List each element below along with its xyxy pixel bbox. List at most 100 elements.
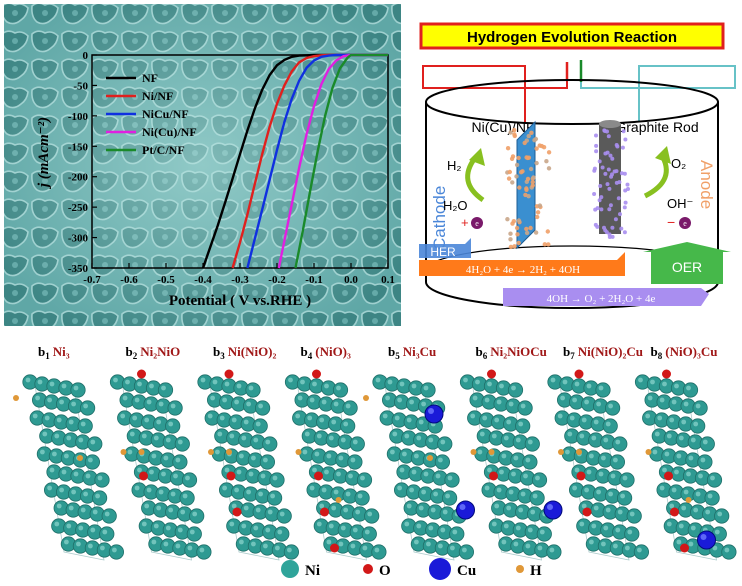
cu-atom — [543, 500, 563, 520]
o-atom — [582, 507, 592, 517]
o-atom — [576, 471, 586, 481]
legend-entry: Ni(Cu)/NF — [142, 125, 197, 139]
ni-atom — [682, 382, 699, 398]
ni-atom — [515, 418, 531, 434]
ni-atom — [633, 544, 650, 560]
anode-side-label: Anode — [697, 160, 716, 209]
y-tick-label: -250 — [68, 202, 89, 214]
h-atom — [488, 449, 495, 455]
ni-atom — [361, 526, 377, 542]
ni-atom — [441, 490, 458, 506]
wire-negative — [422, 65, 568, 122]
h-atom — [295, 449, 302, 455]
ni-atom — [529, 490, 545, 506]
ni-atom — [692, 400, 708, 416]
ni-atom — [167, 400, 183, 416]
ni-atom — [245, 382, 261, 398]
o-atom — [232, 507, 242, 517]
x-tick-label: -0.1 — [305, 274, 322, 286]
cu-atom — [424, 404, 444, 424]
legend-entry: Pt/C/NF — [142, 143, 185, 157]
legend-entry: NiCu/NF — [142, 107, 189, 121]
ni-atom — [92, 490, 108, 506]
x-tick-label: -0.7 — [83, 274, 101, 286]
ni-atom — [349, 436, 365, 452]
ni-atom — [517, 400, 533, 416]
y-tick-label: 0 — [83, 50, 89, 62]
o-atom-top — [312, 369, 321, 379]
series-line-3 — [277, 53, 388, 269]
ni-atom — [371, 544, 387, 560]
electrolysis-schematic-panel: Hydrogen Evolution Reaction Ni(Cu)/NF Gr… — [405, 0, 742, 330]
x-tick-label: -0.2 — [268, 274, 286, 286]
ni-atom — [624, 526, 640, 542]
x-tick-label: -0.4 — [194, 274, 212, 286]
ni-atom — [619, 472, 635, 488]
ni-atom — [616, 490, 633, 506]
o-atom-legend-icon — [363, 564, 373, 574]
structure-label: b8(NiO)₃Cu — [651, 344, 718, 361]
x-tick-label: -0.6 — [120, 274, 138, 286]
h-atom-legend-icon — [516, 565, 524, 573]
h-atom — [363, 395, 369, 401]
o-atom-top — [574, 369, 584, 379]
ni-atom — [444, 472, 460, 488]
legend-label: Cu — [457, 563, 476, 579]
h-atom — [13, 395, 19, 401]
ni-atom — [179, 490, 195, 506]
o-atom-top — [662, 369, 671, 379]
ni-atom — [174, 436, 190, 452]
ni-atom — [522, 454, 538, 470]
o-atom — [489, 471, 498, 481]
ni-atom — [332, 382, 349, 398]
oer-equation: 4OH → O₂ + 2H₂O + 4e — [547, 293, 656, 305]
schematic-title: Hydrogen Evolution Reaction — [467, 29, 677, 46]
o-atom — [680, 543, 689, 553]
o2-label: O₂ — [671, 156, 686, 171]
ni-atom — [276, 508, 292, 524]
h-atom — [138, 449, 145, 455]
o-atom — [139, 471, 148, 481]
h2-label: H₂ — [447, 158, 461, 173]
ni-atom — [437, 436, 453, 452]
ni-atom — [196, 544, 212, 560]
cathode-electrode — [505, 120, 552, 250]
her-equation: 4H₂O + 4e → 2H₂ + 4OH — [466, 264, 580, 276]
x-tick-label: -0.3 — [231, 274, 249, 286]
o-atom — [330, 543, 339, 553]
plus-sign: + — [461, 215, 469, 230]
ni-atom — [434, 454, 450, 470]
x-axis-label: Potential ( V vs.RHE ) — [169, 293, 311, 309]
minus-sign: − — [667, 214, 675, 230]
cu-atom — [456, 500, 475, 520]
oer-house — [643, 242, 731, 284]
ni-atom — [612, 436, 628, 452]
ni-atom — [99, 526, 115, 542]
ni-atom — [420, 382, 436, 398]
legend-label: H — [530, 563, 542, 579]
ni-atom — [364, 508, 380, 524]
ni-atom — [354, 490, 370, 506]
ni-atom — [714, 508, 730, 524]
o-atom-top — [487, 369, 496, 379]
ni-atom — [704, 490, 720, 506]
y-tick-label: -100 — [68, 111, 89, 123]
ni-atom — [189, 508, 205, 524]
series-line-2 — [246, 53, 388, 269]
ni-atom — [108, 544, 125, 560]
x-tick-label: 0.0 — [344, 274, 358, 286]
h-atom — [427, 455, 433, 461]
ni-atom — [157, 382, 174, 398]
y-tick-label: -50 — [73, 80, 88, 92]
ni-atom-legend-icon — [281, 560, 299, 578]
ni-atom — [255, 400, 271, 416]
ni-atom — [77, 418, 93, 434]
ni-atom — [101, 508, 117, 524]
